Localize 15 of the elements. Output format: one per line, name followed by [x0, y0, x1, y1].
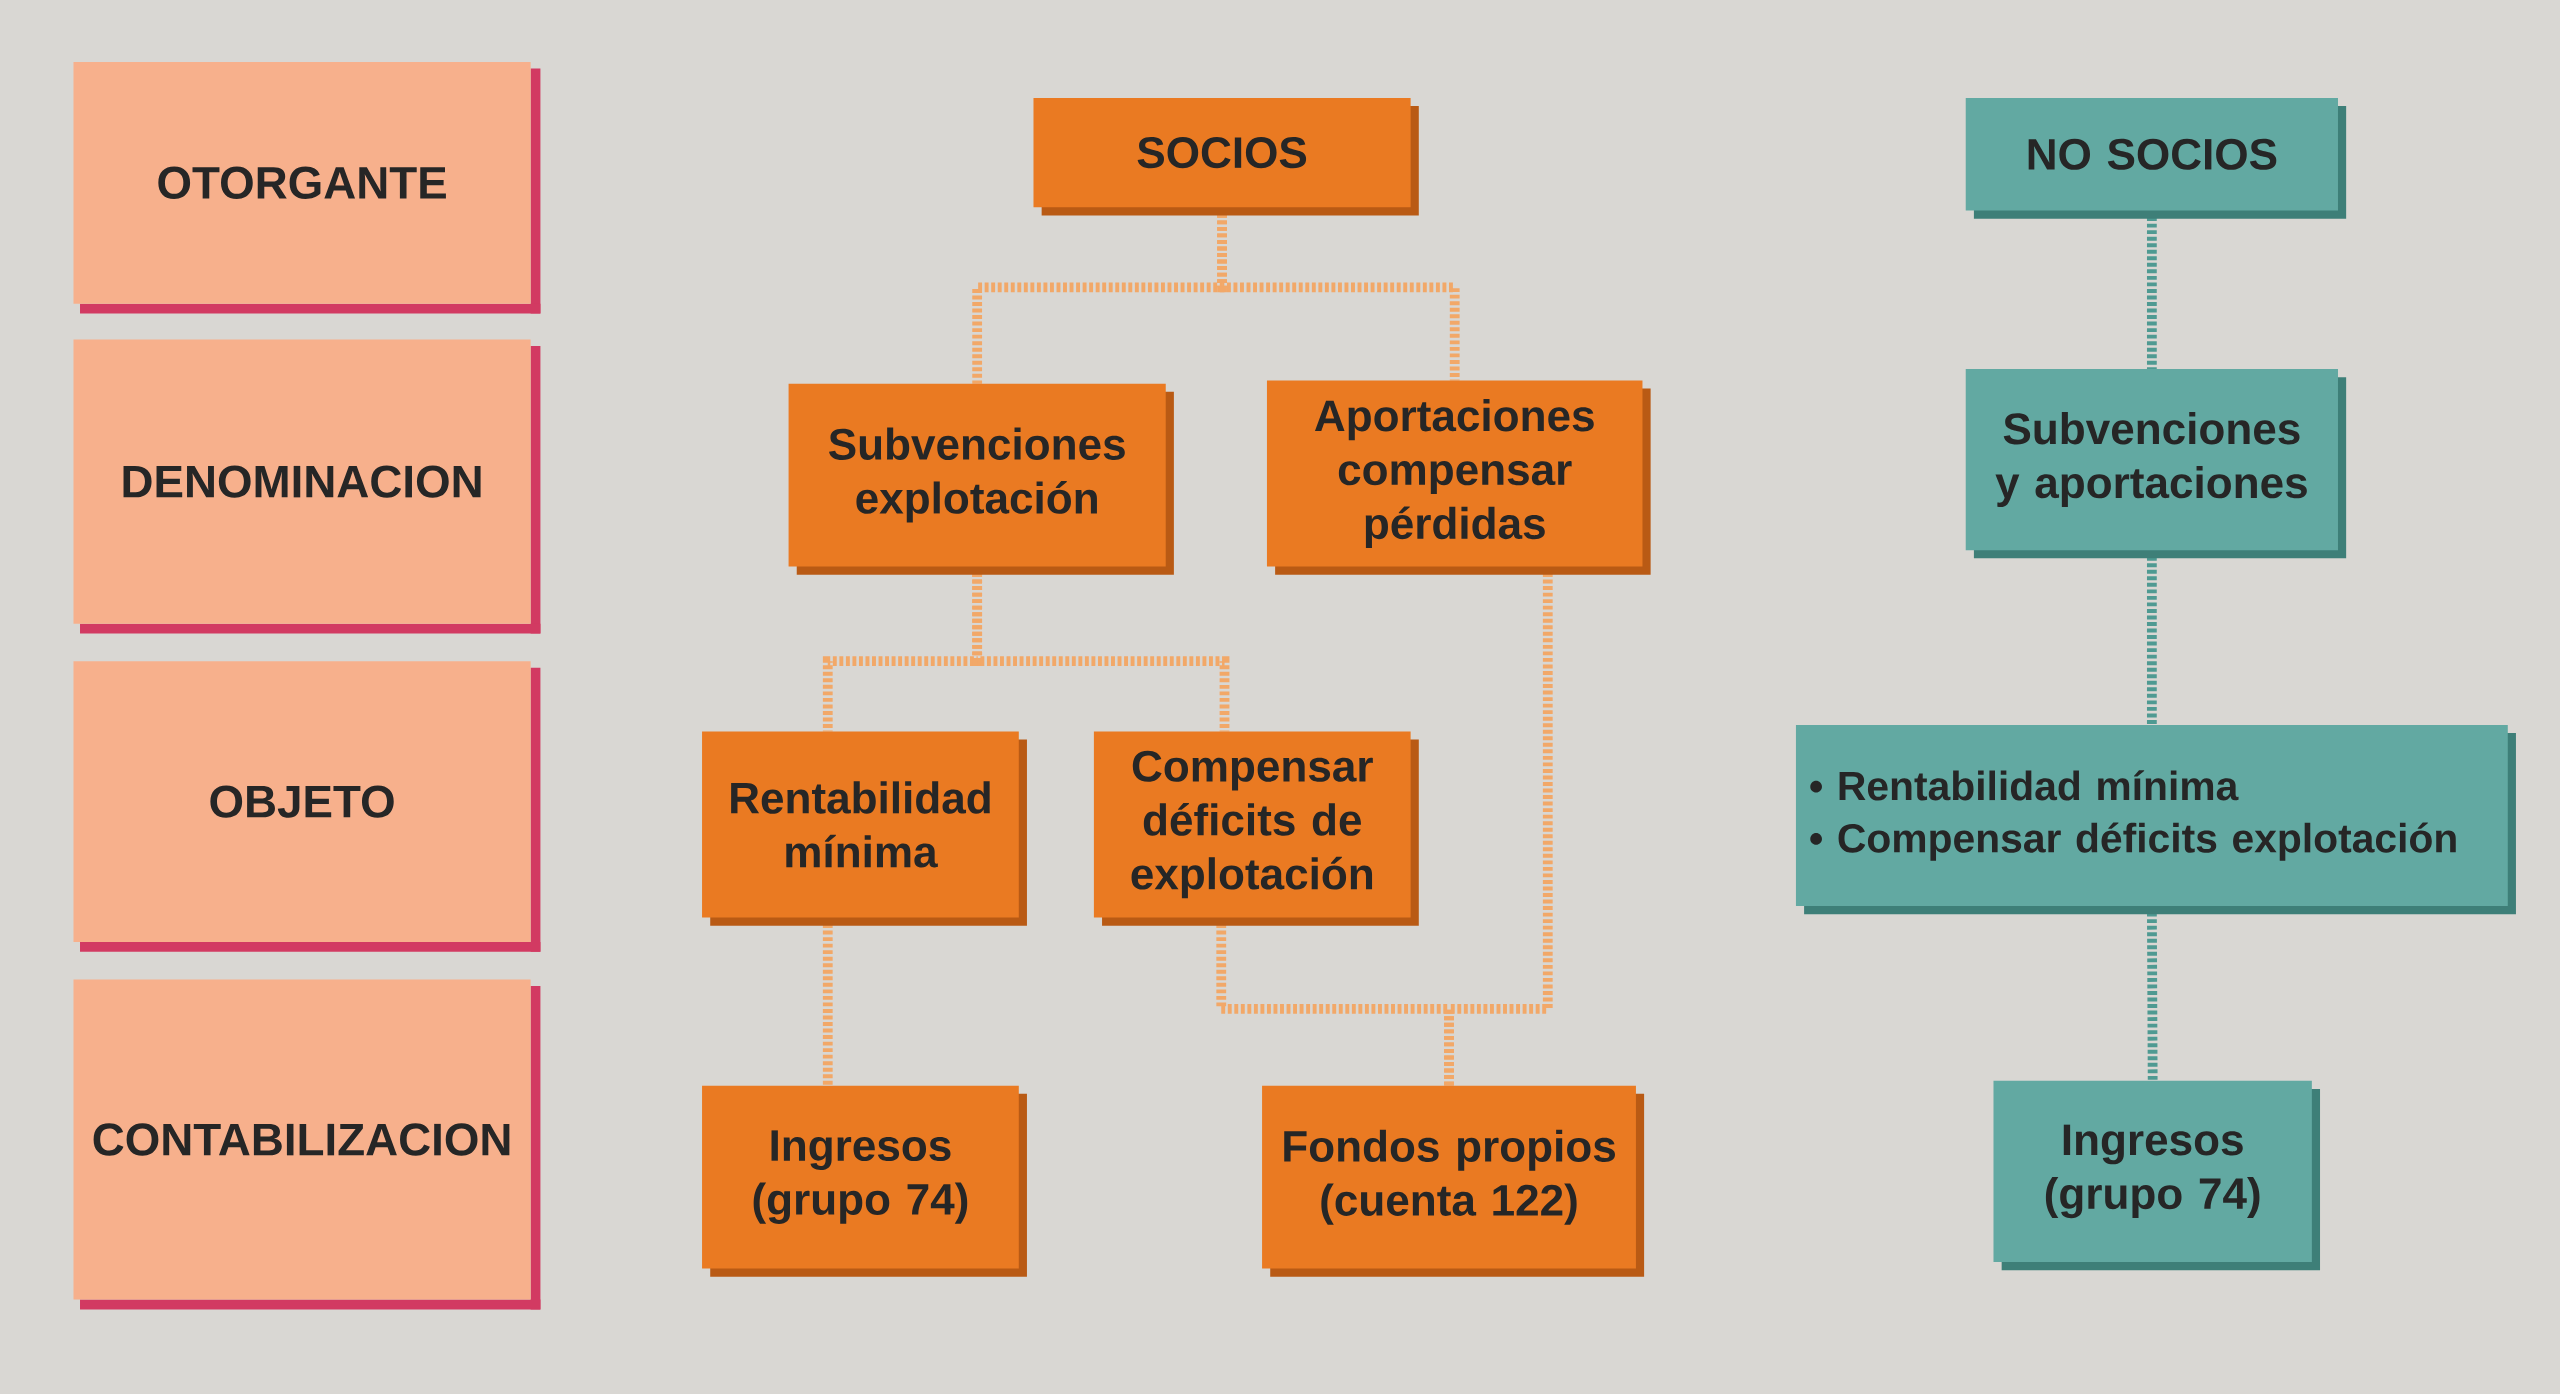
process-box: Rentabilidad mínima [702, 731, 1027, 926]
process-box: Subvenciones y aportaciones [1965, 368, 2347, 559]
heading-box: SOCIOS [1033, 97, 1419, 216]
category-band: OTORGANTE [73, 61, 541, 314]
category-band: CONTABILIZACION [73, 979, 541, 1310]
heading-box: NO SOCIOS [1965, 97, 2347, 219]
category-band: OBJETO [73, 661, 541, 952]
category-band: DENOMINACION [73, 339, 541, 634]
process-box: Compensar déficits de explotación [1093, 731, 1419, 926]
process-box: • Rentabilidad mínima • Compensar déficits explotación [1795, 724, 2516, 915]
process-box: Fondos propios (cuenta 122) [1262, 1085, 1645, 1277]
process-box: Subvenciones explotación [788, 383, 1174, 575]
process-box: Aportaciones compensar pérdidas [1266, 380, 1651, 575]
process-box: Ingresos (grupo 74) [702, 1085, 1027, 1277]
process-box: Ingresos (grupo 74) [1993, 1080, 2321, 1271]
